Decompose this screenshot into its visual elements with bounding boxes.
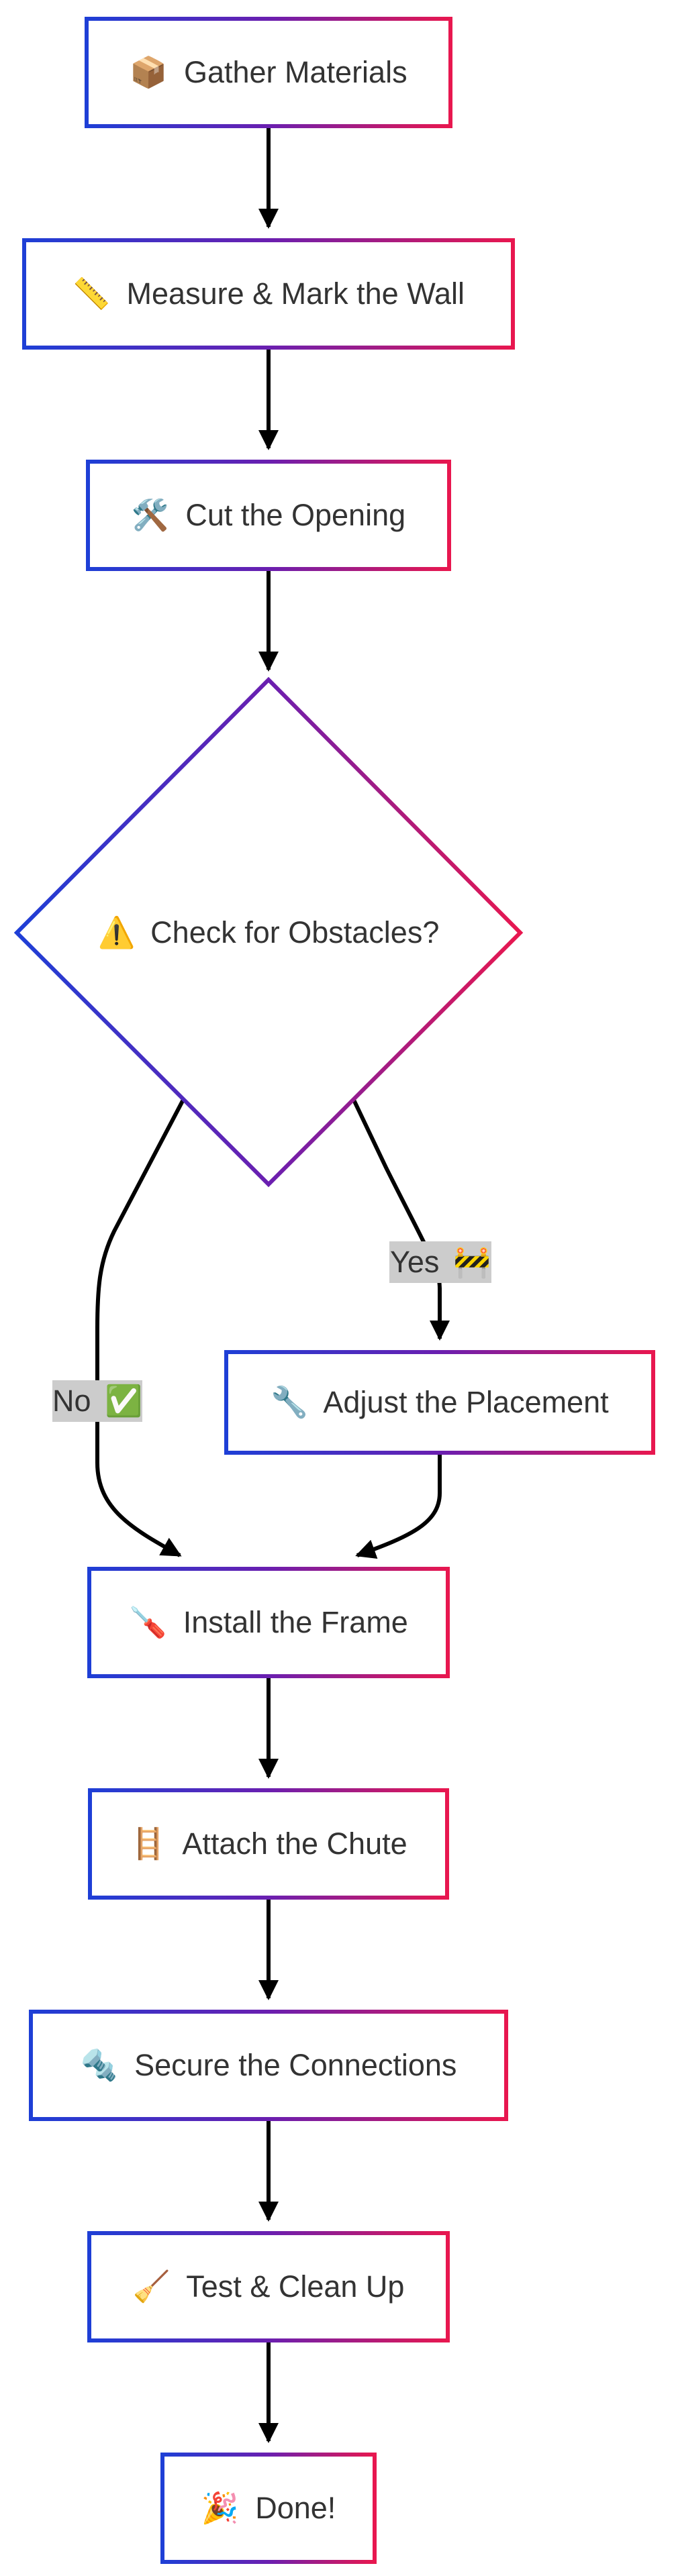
svg-text:No ✅: No ✅ bbox=[52, 1384, 142, 1418]
screwdriver-icon: 🪛 bbox=[129, 1605, 166, 1641]
nut-and-bolt-icon: 🔩 bbox=[81, 2048, 118, 2082]
node-label: Adjust the Placement bbox=[323, 1385, 609, 1419]
node-secure-connections: 🔩 Secure the Connections bbox=[29, 2010, 508, 2121]
edge-check-to-adjust-yes bbox=[350, 1096, 450, 1341]
edge-label-yes: Yes 🚧 bbox=[389, 1241, 491, 1283]
node-done: 🎉 Done! bbox=[160, 2453, 377, 2564]
node-shape bbox=[22, 238, 515, 350]
broom-icon: 🧹 bbox=[133, 2269, 171, 2304]
party-popper-icon: 🎉 bbox=[201, 2491, 239, 2526]
edge-check-to-install-no bbox=[95, 1096, 187, 1557]
node-shape bbox=[87, 2231, 450, 2342]
edge-label-no-text: No bbox=[52, 1384, 91, 1418]
wrench-icon: 🔧 bbox=[271, 1384, 308, 1419]
node-shape bbox=[13, 676, 524, 1188]
package-icon: 📦 bbox=[130, 55, 167, 89]
node-label: Secure the Connections bbox=[134, 2048, 456, 2082]
node-shape bbox=[29, 2010, 508, 2121]
node-test-clean-up: 🧹 Test & Clean Up bbox=[87, 2231, 450, 2342]
node-install-frame: 🪛 Install the Frame bbox=[87, 1567, 450, 1678]
node-gather-materials: 📦 Gather Materials bbox=[85, 17, 452, 128]
svg-text:Yes 🚧: Yes 🚧 bbox=[390, 1245, 491, 1279]
svg-text:📦 Gather Materials: 📦 Gather Materials bbox=[130, 55, 407, 89]
node-label: Test & Clean Up bbox=[186, 2269, 404, 2304]
node-measure-mark-wall: 📏 Measure & Mark the Wall bbox=[22, 238, 515, 350]
edge-label-no: No ✅ bbox=[52, 1380, 142, 1422]
edge-label-yes-background bbox=[389, 1241, 491, 1283]
node-label: Attach the Chute bbox=[182, 1826, 407, 1861]
node-label: Gather Materials bbox=[184, 55, 407, 89]
svg-text:🪛 Install the Frame: 🪛 Install the Frame bbox=[129, 1605, 408, 1641]
svg-text:🪜 Attach the Chute: 🪜 Attach the Chute bbox=[130, 1826, 407, 1861]
node-cut-opening: 🛠️ Cut the Opening bbox=[86, 460, 451, 571]
check-mark-icon: ✅ bbox=[105, 1384, 142, 1418]
node-label: Install the Frame bbox=[183, 1605, 408, 1639]
node-shape bbox=[85, 17, 452, 128]
node-shape bbox=[224, 1350, 655, 1455]
edge-adjust-to-install bbox=[355, 1453, 442, 1559]
ladder-icon: 🪜 bbox=[130, 1826, 167, 1861]
node-check-obstacles: ⚠️ Check for Obstacles? bbox=[13, 676, 524, 1188]
svg-text:🔧 Adjust the Placement: 🔧 Adjust the Placement bbox=[271, 1384, 609, 1419]
node-shape bbox=[87, 1567, 450, 1678]
node-label: Cut the Opening bbox=[185, 498, 405, 532]
ruler-icon: 📏 bbox=[73, 276, 110, 311]
node-attach-chute: 🪜 Attach the Chute bbox=[88, 1788, 449, 1900]
tools-icon: 🛠️ bbox=[132, 497, 169, 532]
construction-icon: 🚧 bbox=[453, 1245, 491, 1279]
node-label: Done! bbox=[255, 2491, 336, 2525]
warning-icon: ⚠️ bbox=[98, 915, 136, 949]
svg-text:🔩 Secure the Connection: 🔩 Secure the Connections bbox=[81, 2048, 457, 2082]
node-label: Measure & Mark the Wall bbox=[127, 276, 465, 311]
node-shape bbox=[86, 460, 451, 571]
node-label: Check for Obstacles? bbox=[150, 915, 439, 949]
svg-text:🧹 Test & Clean Up: 🧹 Test & Clean Up bbox=[133, 2269, 405, 2304]
node-shape bbox=[88, 1788, 449, 1900]
svg-text:🛠️ Cut the Opening: 🛠️ Cut the Opening bbox=[132, 497, 405, 532]
svg-text:⚠️ Check for Obstacles?: ⚠️ Check for Obstacles? bbox=[98, 915, 440, 949]
edge-label-no-background bbox=[52, 1380, 142, 1422]
svg-text:📏 Measure & Mark the Wa: 📏 Measure & Mark the Wall bbox=[73, 276, 465, 311]
svg-text:🎉 Done!: 🎉 Done! bbox=[201, 2491, 336, 2526]
node-adjust-placement: 🔧 Adjust the Placement bbox=[224, 1350, 655, 1455]
node-shape bbox=[160, 2453, 377, 2564]
edge-label-yes-text: Yes bbox=[390, 1245, 439, 1279]
